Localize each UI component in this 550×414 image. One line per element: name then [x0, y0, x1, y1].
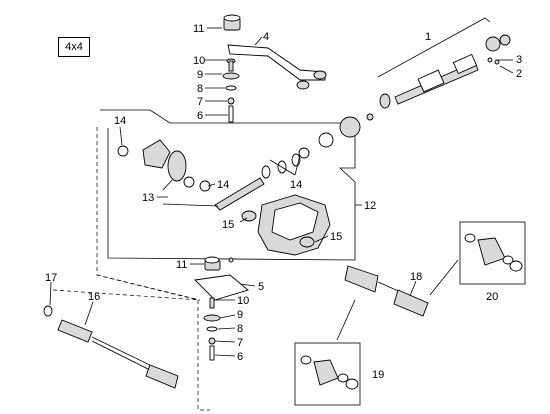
- callout-4: 4: [263, 31, 269, 43]
- callout-14-right: 14: [290, 179, 302, 191]
- dashed-divider: [96, 274, 201, 301]
- flange-bearings: [298, 113, 374, 159]
- diff-internals: [117, 139, 301, 222]
- rear-differential-housing: [228, 194, 331, 263]
- top-bracket: [227, 44, 327, 90]
- callout-14-left: 14: [114, 115, 126, 127]
- boot-kit-19: [300, 355, 359, 390]
- callout-15-left: 15: [222, 219, 234, 231]
- boot-kit-box-19: [294, 342, 361, 406]
- mount-bushing-top: [223, 14, 241, 31]
- mounting-hardware-top: [222, 58, 240, 123]
- callout-5: 5: [258, 281, 264, 293]
- lower-bracket: [194, 274, 249, 301]
- callout-10-lower: 10: [237, 295, 249, 307]
- callout-1-bracket: [377, 17, 491, 78]
- callout-16: 16: [88, 291, 100, 303]
- callout-7-top: 7: [197, 96, 203, 108]
- callout-6-top: 6: [197, 110, 203, 122]
- callout-2: 2: [516, 68, 522, 80]
- mounting-hardware-lower: [203, 297, 221, 361]
- callout-15-right: 15: [330, 231, 342, 243]
- left-drive-shaft: [43, 305, 179, 389]
- callout-18: 18: [410, 271, 422, 283]
- rear-group-dashed-box: [96, 127, 210, 411]
- boot-kit-box-20: [459, 221, 526, 285]
- callout-13: 13: [142, 192, 154, 204]
- leader-20: [429, 259, 459, 296]
- dashed-shaft-link: [52, 289, 201, 301]
- right-drive-shaft: [344, 265, 429, 317]
- callout-8-top: 8: [197, 83, 203, 95]
- callout-17: 17: [45, 272, 57, 284]
- callout-14-mid: 14: [217, 179, 229, 191]
- callout-11-lower: 11: [176, 259, 187, 271]
- boot-kit-20: [464, 233, 523, 272]
- callout-19: 19: [372, 369, 384, 381]
- mount-bushing-lower: [204, 256, 221, 271]
- callout-9-top: 9: [197, 69, 203, 81]
- callout-6-lower: 6: [237, 351, 243, 363]
- leader-lines: [49, 27, 514, 357]
- callout-3: 3: [516, 54, 522, 66]
- callout-20: 20: [486, 291, 498, 303]
- callout-11-top: 11: [193, 23, 204, 35]
- callout-9-lower: 9: [237, 309, 243, 321]
- callout-12: 12: [364, 200, 376, 212]
- callout-numbers: 1 2 3 4 11 10 9 8 7 6 14 14 14 13 12 15 …: [45, 23, 522, 381]
- callout-7-lower: 7: [237, 337, 243, 349]
- 4x4-badge: 4x4: [58, 37, 90, 57]
- callout-10-top: 10: [193, 55, 205, 67]
- propeller-shaft: [379, 34, 511, 109]
- callout-8-lower: 8: [237, 323, 243, 335]
- callout-1: 1: [425, 31, 431, 43]
- leader-19: [336, 299, 356, 341]
